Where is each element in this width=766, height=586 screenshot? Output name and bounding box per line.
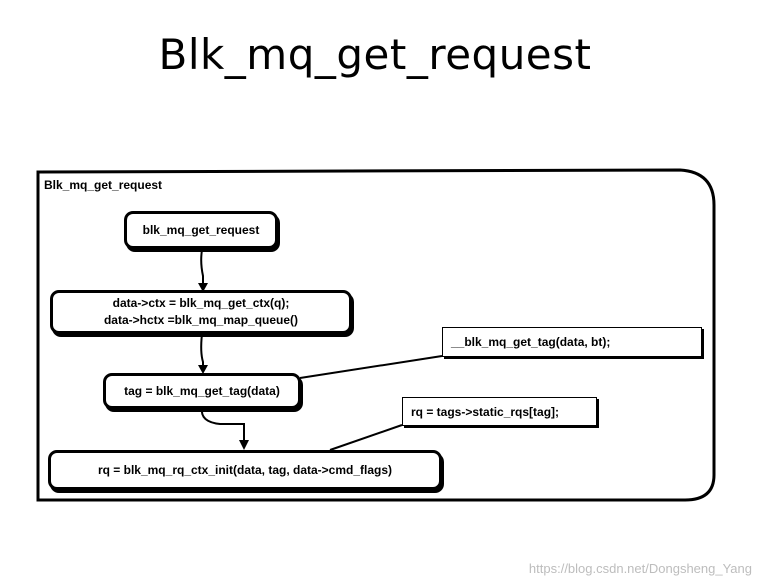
box-rq-init: rq = blk_mq_rq_ctx_init(data, tag, data-… <box>48 450 442 490</box>
arrow-2-head <box>198 365 208 374</box>
box-get-tag: tag = blk_mq_get_tag(data) <box>103 373 301 409</box>
arrow-3-head <box>239 440 249 450</box>
note-static-rqs: rq = tags->static_rqs[tag]; <box>402 397 597 426</box>
arrow-2 <box>200 333 204 370</box>
box-get-tag-label: tag = blk_mq_get_tag(data) <box>124 383 280 398</box>
frame-label: Blk_mq_get_request <box>44 178 163 192</box>
box-hctx-line: data->hctx =blk_mq_map_queue() <box>103 313 299 327</box>
note-static-rqs-text: rq = tags->static_rqs[tag]; <box>411 404 560 419</box>
box-get-request: blk_mq_get_request <box>124 211 278 249</box>
box-ctx-line: data->ctx = blk_mq_get_ctx(q); <box>112 296 290 310</box>
watermark: https://blog.csdn.net/Dongsheng_Yang <box>528 561 752 576</box>
page-title: Blk_mq_get_request <box>158 30 592 79</box>
arrow-1-head <box>198 283 208 292</box>
box-rq-init-label: rq = blk_mq_rq_ctx_init(data, tag, data-… <box>97 462 393 477</box>
note-get-tag: __blk_mq_get_tag(data, bt); <box>442 327 702 357</box>
note-connector-2 <box>329 424 403 451</box>
box-ctx-hctx: data->ctx = blk_mq_get_ctx(q); data->hct… <box>50 290 352 334</box>
note-get-tag-text: __blk_mq_get_tag(data, bt); <box>451 335 611 349</box>
note-connector-1 <box>299 355 443 379</box>
arrow-3 <box>200 407 245 444</box>
arrow-1 <box>200 249 204 288</box>
box-get-request-label: blk_mq_get_request <box>142 222 260 237</box>
